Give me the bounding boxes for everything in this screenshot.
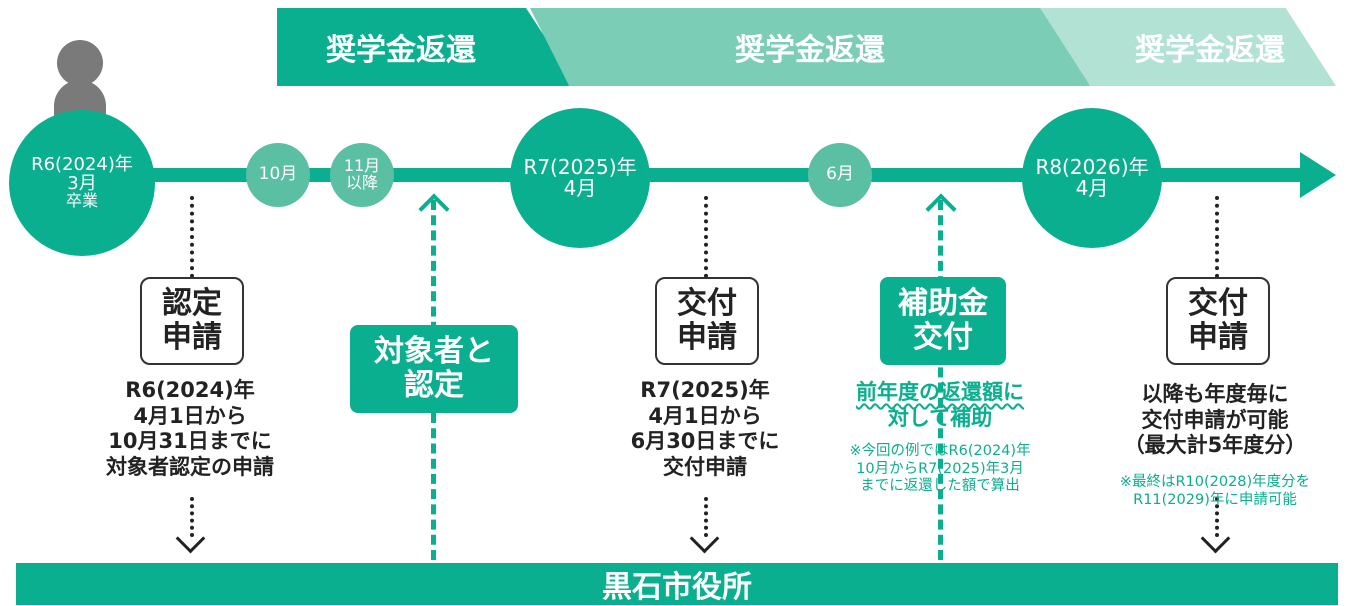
band-repayment-3: 奨学金返還 [1040, 8, 1336, 86]
band-label: 奨学金返還 [326, 33, 476, 68]
green-connector-line [938, 200, 943, 560]
milestone-month: 3月 [67, 172, 97, 194]
desc-line: 交付申請 [663, 454, 747, 479]
band-label: 奨学金返還 [735, 33, 885, 68]
up-arrow-icon [925, 193, 957, 225]
connector-line [704, 497, 708, 537]
milestone-month: 10月 [258, 164, 298, 185]
person-icon [57, 40, 103, 86]
band-repayment-1: 奨学金返還 [277, 8, 577, 86]
milestone-november: 11月 以降 [330, 143, 394, 207]
band-label: 奨学金返還 [1135, 33, 1285, 68]
note-line: 10月からR7(2025)年3月 [856, 460, 1024, 477]
desc-line: 4月1日から [133, 403, 247, 428]
grant-application-description: R7(2025)年 4月1日から 6月30日までに 交付申請 [585, 378, 825, 480]
certification-application-description: R6(2024)年 4月1日から 10月31日までに 対象者認定の申請 [60, 378, 320, 480]
box-line: 申請 [1188, 320, 1248, 355]
box-line: 申請 [162, 320, 222, 355]
subsidy-payment-box: 補助金 交付 [880, 277, 1006, 365]
milestone-month: 6月 [826, 164, 854, 185]
milestone-graduation: R6(2024)年 3月 卒業 [9, 110, 155, 256]
certified-box: 対象者と 認定 [350, 325, 518, 413]
desc-line: （最大計5年度分） [1123, 433, 1307, 458]
grant-application-box-2: 交付 申請 [1166, 277, 1270, 365]
note-line: ※今回の例ではR6(2024)年 [849, 443, 1031, 459]
note-line: までに返還した額で算出 [860, 478, 1020, 495]
note-line: ※最終はR10(2028)年度分を [1119, 474, 1311, 490]
desc-line: 交付申請が可能 [1141, 407, 1289, 432]
milestone-r7: R7(2025)年 4月 [510, 108, 650, 248]
milestone-month: 4月 [1075, 176, 1109, 200]
box-line: 申請 [677, 320, 737, 355]
box-line: 補助金 [898, 285, 988, 321]
grant-application-2-description: 以降も年度毎に 交付申請が可能 （最大計5年度分） [1100, 382, 1330, 459]
box-line: 認定 [162, 285, 222, 321]
connector-line [190, 196, 194, 278]
note-line: R11(2029)年に申請可能 [1133, 491, 1297, 508]
milestone-october: 10月 [246, 143, 310, 207]
desc-line: 対象者認定の申請 [106, 454, 274, 479]
milestone-month: 4月 [563, 176, 597, 200]
band-repayment-2: 奨学金返還 [530, 8, 1090, 86]
milestone-june: 6月 [808, 143, 872, 207]
milestone-event: 卒業 [65, 191, 98, 211]
box-line: 対象者と [374, 333, 494, 369]
subsidy-payment-note: ※今回の例ではR6(2024)年 10月からR7(2025)年3月 までに返還し… [810, 443, 1070, 496]
box-line: 交付 [1188, 285, 1248, 321]
subsidy-payment-description: 前年度の返還額に 対して補助 [810, 380, 1070, 431]
grant-application-2-note: ※最終はR10(2028)年度分を R11(2029)年に申請可能 [1080, 474, 1350, 509]
down-arrow-icon [1200, 523, 1231, 554]
desc-line: 10月31日までに [108, 429, 272, 454]
grant-application-box: 交付 申請 [655, 277, 759, 365]
city-office-bar: 黒石市役所 [16, 563, 1338, 605]
up-arrow-icon [418, 193, 450, 225]
certification-application-box: 認定 申請 [140, 277, 244, 365]
milestone-date: R6(2024)年 [31, 153, 133, 175]
milestone-month: 11月 [343, 156, 381, 176]
box-line: 認定 [404, 368, 464, 403]
timeline-arrow-icon [1300, 152, 1336, 198]
desc-line: 4月1日から [648, 403, 762, 428]
desc-line: 前年度の返還額に [856, 380, 1024, 404]
connector-line [1215, 497, 1219, 537]
milestone-r8: R8(2026)年 4月 [1022, 108, 1162, 248]
desc-line: R6(2024)年 [125, 378, 255, 402]
milestone-date: R7(2025)年 [523, 155, 637, 179]
milestone-date: R8(2026)年 [1035, 155, 1149, 179]
connector-line [190, 497, 194, 537]
desc-line: 以降も年度毎に [1141, 382, 1289, 406]
connector-line [704, 196, 708, 278]
down-arrow-icon [175, 523, 206, 554]
connector-line [1215, 196, 1219, 278]
box-line: 交付 [677, 285, 737, 321]
desc-line: R7(2025)年 [640, 378, 770, 402]
desc-line: 6月30日までに [630, 429, 780, 454]
box-line: 交付 [913, 320, 973, 355]
down-arrow-icon [689, 523, 720, 554]
city-office-label: 黒石市役所 [602, 570, 752, 605]
milestone-after: 以降 [345, 173, 378, 192]
desc-line: 対して補助 [887, 405, 993, 430]
